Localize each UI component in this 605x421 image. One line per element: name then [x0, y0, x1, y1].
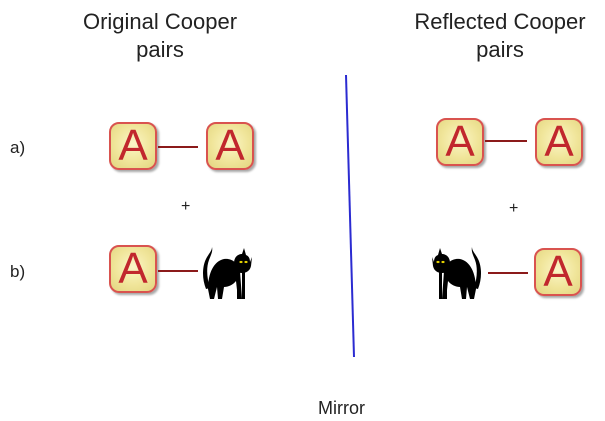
- reflected-heading-line1: Reflected Cooper: [414, 9, 586, 34]
- letter-a-tile: A: [436, 118, 484, 166]
- letter-a-tile: A: [206, 122, 254, 170]
- original-pairs-heading: Original Cooper pairs: [40, 8, 280, 64]
- letter-a-glyph: A: [118, 121, 148, 170]
- reflected-heading-line2: pairs: [476, 37, 524, 62]
- black-cat-icon: [432, 247, 481, 299]
- row-label-b: b): [10, 262, 26, 281]
- plus-sign-original: +: [181, 198, 191, 215]
- plus-sign-reflected: +: [509, 200, 519, 217]
- letter-a-glyph: A: [544, 117, 574, 166]
- letter-a-tile: A: [534, 248, 582, 296]
- letter-a-glyph: A: [215, 121, 245, 170]
- pair-bond-line: [158, 146, 198, 148]
- letter-a-glyph: A: [543, 247, 573, 296]
- pair-bond-line: [158, 270, 198, 272]
- pair-bond-line: [488, 272, 528, 274]
- letter-a-glyph: A: [445, 117, 475, 166]
- mirror-label: Mirror: [318, 398, 365, 418]
- letter-a-tile: A: [535, 118, 583, 166]
- black-cat-icon: [203, 247, 252, 299]
- letter-a-glyph: A: [118, 244, 148, 293]
- reflected-pairs-heading: Reflected Cooper pairs: [390, 8, 605, 64]
- original-heading-line2: pairs: [136, 37, 184, 62]
- row-label-a: a): [10, 138, 26, 157]
- original-heading-line1: Original Cooper: [82, 9, 238, 34]
- pair-bond-line: [485, 140, 527, 142]
- letter-a-tile: A: [109, 245, 157, 293]
- letter-a-tile: A: [109, 122, 157, 170]
